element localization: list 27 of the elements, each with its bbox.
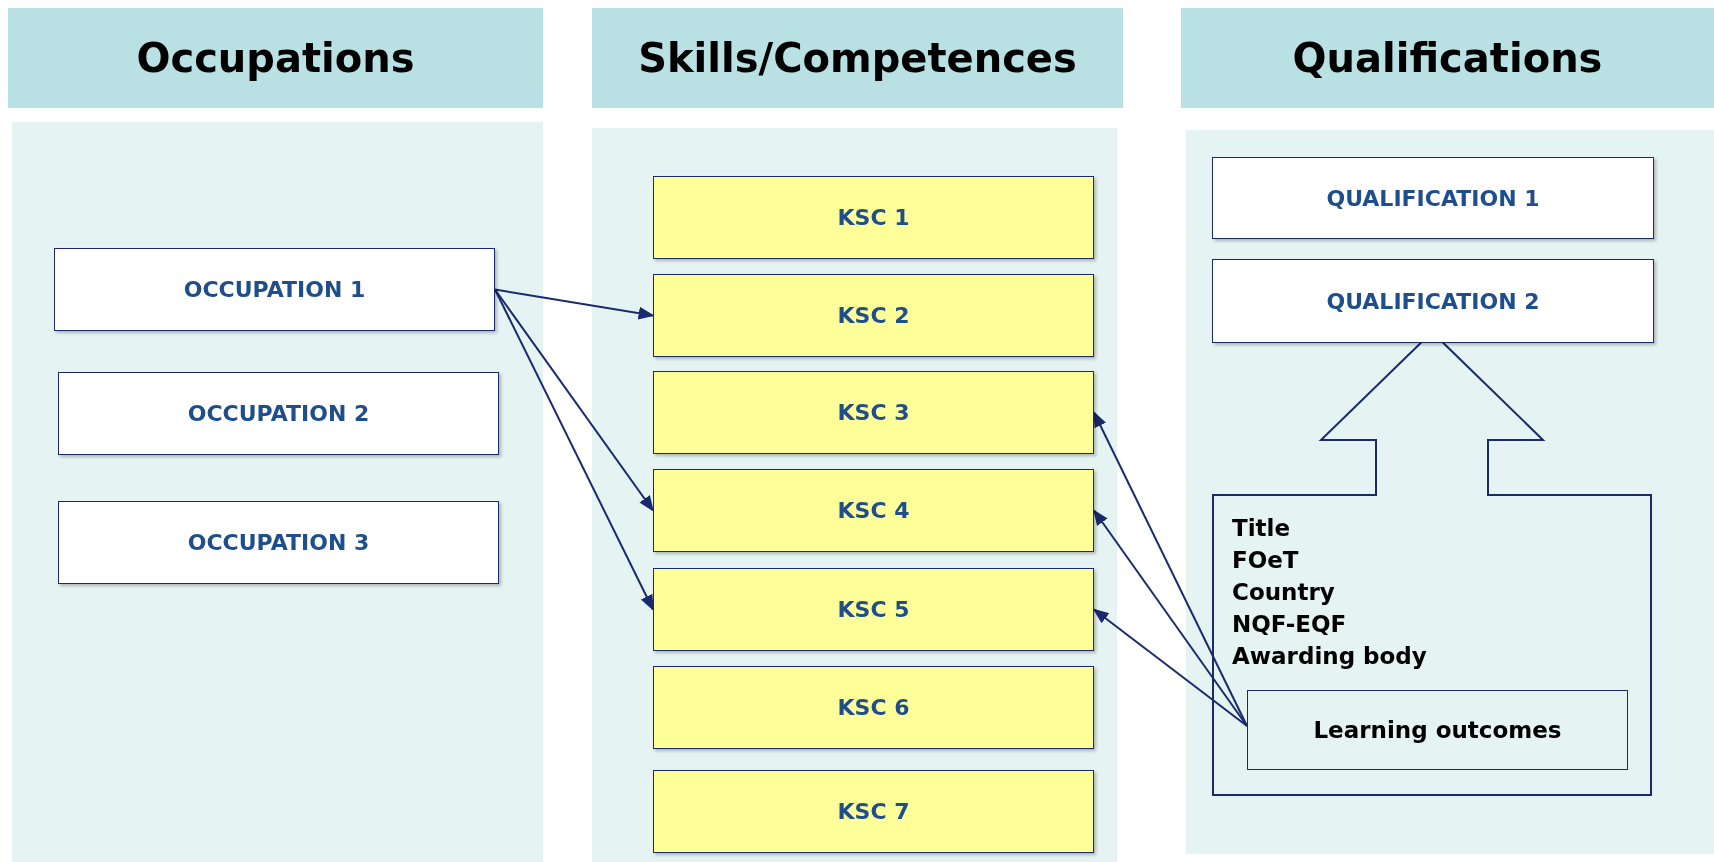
entry-box: OCCUPATION 1 <box>54 248 495 331</box>
entry-box: OCCUPATION 2 <box>58 372 499 455</box>
skill-box: KSC 2 <box>653 274 1094 357</box>
skill-box: KSC 3 <box>653 371 1094 454</box>
attribute-label: Awarding body <box>1232 642 1427 671</box>
outcome-box: Learning outcomes <box>1247 690 1628 770</box>
skill-box: KSC 6 <box>653 666 1094 749</box>
arrow <box>1092 608 1248 727</box>
column-heading: Occupations <box>8 8 543 108</box>
column-heading: Skills/Competences <box>592 8 1123 108</box>
entry-box: QUALIFICATION 2 <box>1212 259 1654 343</box>
arrow <box>1093 411 1248 727</box>
entry-box: OCCUPATION 3 <box>58 501 499 584</box>
attribute-label: NQF-EQF <box>1232 610 1347 639</box>
column-heading: Qualifications <box>1181 8 1714 108</box>
arrow <box>494 288 655 320</box>
attribute-label: Title <box>1232 514 1291 543</box>
arrow <box>1093 509 1248 727</box>
skill-box: KSC 1 <box>653 176 1094 259</box>
arrow <box>494 288 654 611</box>
attribute-label: FOeT <box>1232 546 1299 575</box>
arrow <box>494 288 654 512</box>
skill-box: KSC 7 <box>653 770 1094 853</box>
skill-box: KSC 4 <box>653 469 1094 552</box>
skill-box: KSC 5 <box>653 568 1094 651</box>
entry-box: QUALIFICATION 1 <box>1212 157 1654 239</box>
attribute-label: Country <box>1232 578 1335 607</box>
